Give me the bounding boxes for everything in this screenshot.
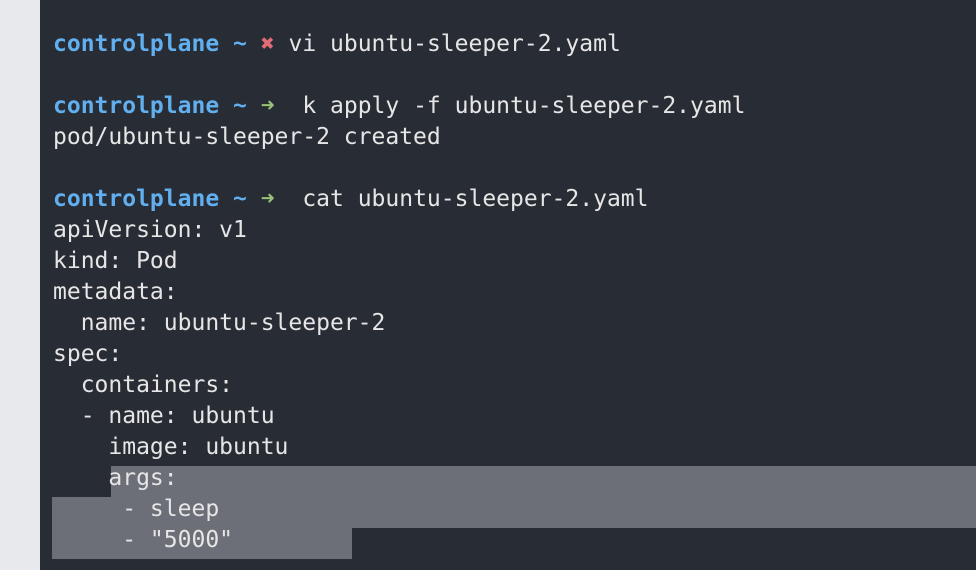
prompt-line-3: controlplane ~ ➜ cat ubuntu-sleeper-2.ya… bbox=[53, 184, 649, 215]
success-arrow-icon: ➜ bbox=[260, 93, 275, 119]
text-selection-3 bbox=[52, 528, 352, 559]
yaml-line: - sleep bbox=[53, 496, 220, 522]
yaml-line: - "5000" bbox=[53, 527, 234, 553]
text-selection-1 bbox=[111, 466, 976, 497]
yaml-line: metadata: bbox=[53, 279, 178, 305]
command-text: k apply -f ubuntu-sleeper-2.yaml bbox=[302, 93, 746, 119]
yaml-line: - name: ubuntu bbox=[53, 403, 275, 429]
prompt-tilde: ~ bbox=[233, 186, 247, 212]
prompt-line-2: controlplane ~ ➜ k apply -f ubuntu-sleep… bbox=[53, 91, 745, 122]
window-left-margin bbox=[0, 0, 40, 570]
prompt-host: controlplane bbox=[53, 186, 220, 212]
text-selection-2 bbox=[52, 497, 976, 528]
prompt-tilde: ~ bbox=[233, 31, 247, 57]
command-text: cat ubuntu-sleeper-2.yaml bbox=[302, 186, 649, 212]
error-cross-icon: ✖ bbox=[260, 31, 275, 57]
terminal-window[interactable]: controlplane ~ ✖ vi ubuntu-sleeper-2.yam… bbox=[40, 0, 976, 570]
output-line: pod/ubuntu-sleeper-2 created bbox=[53, 124, 441, 150]
yaml-line: spec: bbox=[53, 341, 123, 367]
yaml-line: containers: bbox=[53, 372, 234, 398]
yaml-line: apiVersion: v1 bbox=[53, 217, 247, 243]
yaml-line: name: ubuntu-sleeper-2 bbox=[53, 310, 386, 336]
prompt-host: controlplane bbox=[53, 93, 220, 119]
prompt-line-1: controlplane ~ ✖ vi ubuntu-sleeper-2.yam… bbox=[53, 29, 621, 60]
yaml-line: kind: Pod bbox=[53, 248, 178, 274]
command-text: vi ubuntu-sleeper-2.yaml bbox=[288, 31, 621, 57]
success-arrow-icon: ➜ bbox=[260, 186, 275, 212]
yaml-line: args: bbox=[53, 465, 178, 491]
yaml-line: image: ubuntu bbox=[53, 434, 289, 460]
prompt-tilde: ~ bbox=[233, 93, 247, 119]
prompt-host: controlplane bbox=[53, 31, 220, 57]
